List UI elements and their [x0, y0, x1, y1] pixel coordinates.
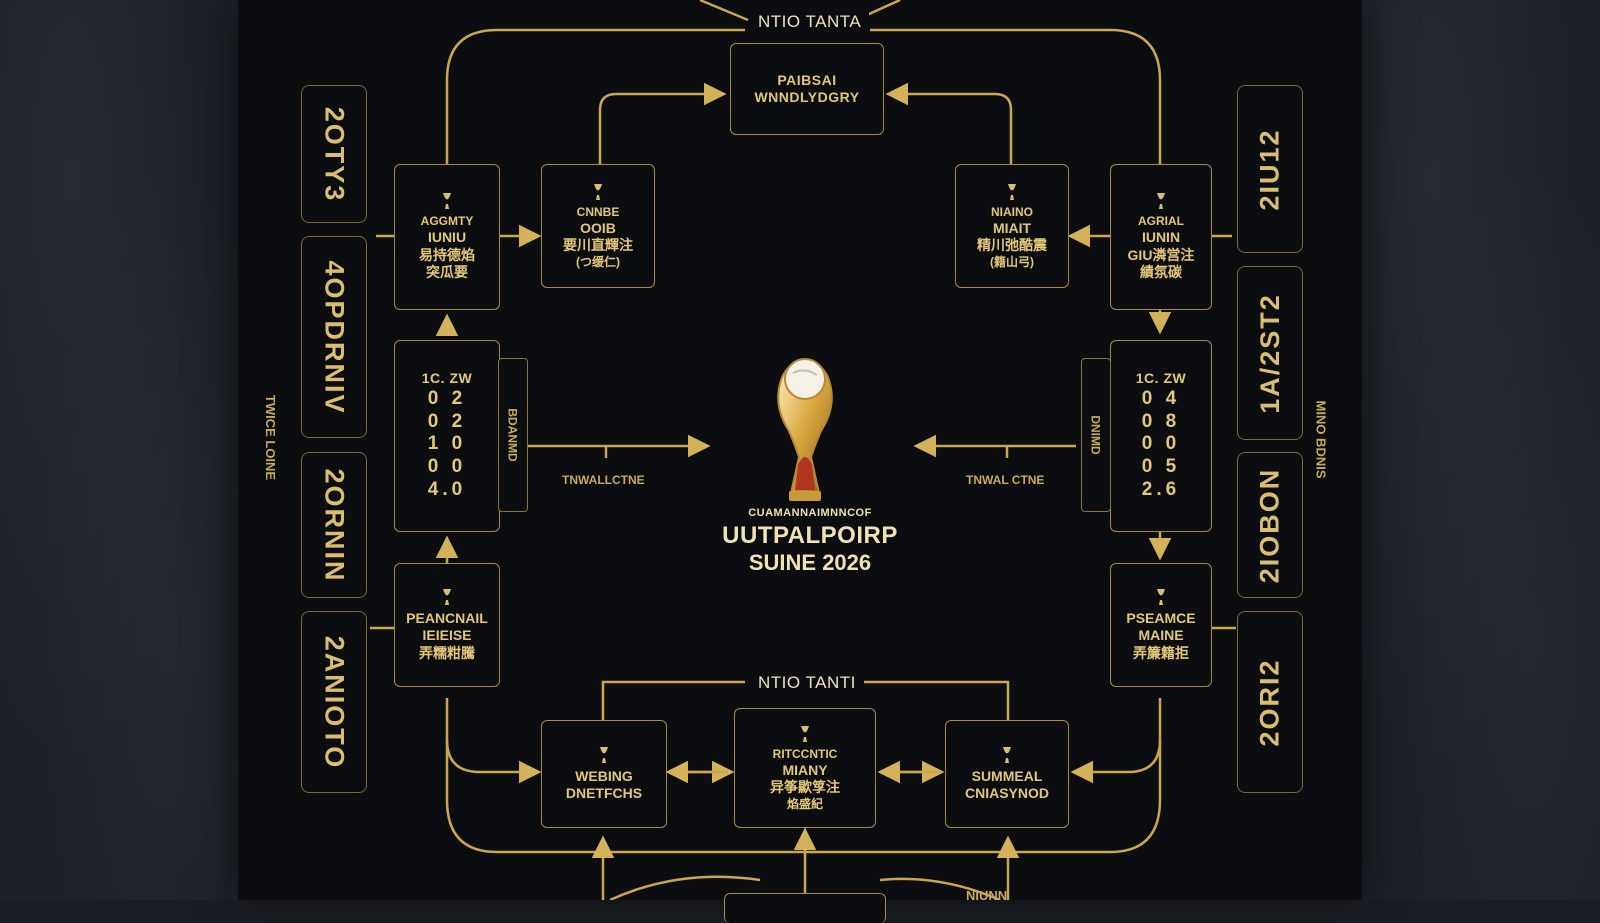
trophy-caption-small: CUAMANNAIMNNCOF: [748, 507, 872, 519]
left-qf-line4: (つ缓仁): [576, 254, 620, 269]
left-vertical-label: TWICE LOINE: [263, 394, 279, 481]
backdrop-right: [1362, 0, 1600, 900]
bottom-center-line3: 异筝歞筟注: [770, 779, 840, 795]
left-score-row: 1 0: [427, 433, 467, 455]
trophy-title-line2: SUINE 2026: [748, 550, 872, 575]
left-score-header: 1C. ZW: [421, 370, 473, 387]
right-r16-line4: 績氛碳: [1140, 264, 1182, 281]
left-tab-4: 2ANIOTO: [301, 611, 367, 793]
bottom-section-header: NTIO TANTI: [750, 673, 864, 693]
left-to-final-line: [598, 82, 727, 164]
right-qf-line4: (籍山弓): [990, 254, 1034, 269]
bracket-connectors: [370, 0, 1236, 900]
trophy-icon: [1008, 183, 1016, 200]
right-tab-3: 2IOBON: [1237, 452, 1303, 598]
left-qf-line1: CNNBE: [576, 204, 620, 219]
world-cup-trophy-icon: [777, 358, 833, 501]
right-to-final-line: [885, 82, 1013, 164]
left-tab-1: 2OTY3: [301, 85, 367, 223]
right-score-row: 0 5: [1141, 456, 1181, 478]
trophy-icon: [1157, 588, 1165, 605]
bottom-center-line2: MIANY: [782, 761, 828, 778]
left-lower-line1: PEANCNAIL: [406, 609, 488, 626]
right-tab-2: 1A/2ST2: [1237, 266, 1303, 440]
left-qf-line3: 要川直輝注: [563, 237, 633, 253]
bottom-footer-fragment: NIUNN: [966, 888, 1008, 903]
trophy-icon: [1157, 193, 1165, 210]
right-r16-line2: IUNIN: [1141, 229, 1181, 246]
right-lower-line3: 弄簾籍拒: [1133, 644, 1189, 661]
final-box-line1: PAIBSAI: [777, 71, 837, 88]
left-lower-box[interactable]: PEANCNAIL IEIEISE 弄糯粓騰: [394, 563, 500, 687]
top-right-loop-line: [870, 28, 1162, 164]
right-qf-line3: 精川弛酷震: [977, 237, 1047, 253]
trophy-icon: [594, 183, 602, 200]
bottom-right-line2: CNIASYNOD: [964, 785, 1049, 801]
bottom-left-line2: DNETFCHS: [565, 785, 643, 801]
right-lower-box[interactable]: PSEAMCE MAINE 弄簾籍拒: [1110, 563, 1212, 687]
right-lower-line1: PSEAMCE: [1126, 609, 1196, 626]
trophy-title-line1: UUTPALPOIRP: [722, 522, 898, 549]
left-score-row: 0 2: [427, 410, 467, 432]
bottom-left-line1: WEBING: [575, 767, 633, 784]
right-side-tag: DNIMD: [1081, 358, 1111, 512]
trophy-icon: [443, 193, 451, 210]
bottom-center-line4: 焰盛紀: [786, 796, 823, 811]
left-score-box[interactable]: 1C. ZW 0 2 0 2 1 0 0 0 4.0: [394, 340, 500, 532]
left-r16-line2: IUNIU: [427, 229, 467, 246]
trophy-icon: [1003, 746, 1011, 763]
left-side-tag: BDANMD: [498, 358, 528, 512]
bottom-center-box[interactable]: RITCCNTIC MIANY 异筝歞筟注 焰盛紀: [734, 708, 876, 828]
right-r16-line3: GIU潾営注: [1127, 246, 1195, 263]
left-arrow-label: TNWALLCTNE: [562, 473, 645, 487]
left-r16-line4: 突瓜要: [426, 264, 468, 281]
left-r16-line3: 易持德焰: [419, 246, 475, 263]
bottom-right-box[interactable]: SUMMEAL CNIASYNOD: [945, 720, 1069, 828]
backdrop-left: [0, 0, 238, 900]
right-score-header: 1C. ZW: [1135, 370, 1187, 387]
left-r16-box[interactable]: AGGMTY IUNIU 易持德焰 突瓜要: [394, 164, 500, 310]
right-r16-box[interactable]: AGRIAL IUNIN GIU潾営注 績氛碳: [1110, 164, 1212, 310]
right-r16-line1: AGRIAL: [1138, 214, 1184, 229]
left-lower-line2: IEIEISE: [422, 627, 472, 644]
bottom-cutoff-box: [724, 893, 886, 923]
trophy-icon: [443, 588, 451, 605]
right-lower-line2: MAINE: [1138, 627, 1184, 644]
final-box-line2: WNNDLYDGRY: [754, 89, 860, 105]
trophy-icon: [600, 746, 608, 763]
left-score-row: 4.0: [427, 478, 467, 500]
bottom-center-line1: RITCCNTIC: [772, 746, 838, 761]
top-left-loop-line: [445, 28, 745, 164]
right-score-box[interactable]: 1C. ZW 0 4 0 8 0 0 0 5 2.6: [1110, 340, 1212, 532]
right-score-row: 2.6: [1141, 478, 1181, 500]
left-tab-2: 4OPDRNIV: [301, 236, 367, 438]
right-qf-line1: NIAINO: [991, 204, 1033, 219]
bottom-left-box[interactable]: WEBING DNETFCHS: [541, 720, 667, 828]
right-score-row: 0 4: [1141, 387, 1181, 409]
left-lower-line3: 弄糯粓騰: [419, 644, 475, 661]
left-tab-3: 2ORNIN: [301, 452, 367, 598]
right-qf-box[interactable]: NIAINO MIAIT 精川弛酷震 (籍山弓): [955, 164, 1069, 288]
left-qf-box[interactable]: CNNBE OOIB 要川直輝注 (つ缓仁): [541, 164, 655, 288]
right-qf-line2: MIAIT: [992, 219, 1032, 236]
left-score-row: 0 2: [427, 387, 467, 409]
left-score-row: 0 0: [427, 456, 467, 478]
trophy-icon: [801, 725, 809, 742]
left-r16-line1: AGGMTY: [420, 214, 474, 229]
left-qf-line2: OOIB: [580, 219, 616, 236]
right-tab-4: 2ORI2: [1237, 611, 1303, 793]
right-tab-1: 2IU12: [1237, 85, 1303, 253]
right-score-row: 0 8: [1141, 410, 1181, 432]
right-arrow-label: TNWAL CTNE: [966, 473, 1045, 487]
final-box[interactable]: PAIBSAI WNNDLYDGRY: [730, 43, 884, 135]
right-vertical-label: MINO BDNIS: [1313, 400, 1329, 479]
top-section-header: NTIO TANTA: [750, 12, 870, 32]
bottom-right-line1: SUMMEAL: [971, 767, 1043, 784]
right-score-row: 0 0: [1141, 433, 1181, 455]
